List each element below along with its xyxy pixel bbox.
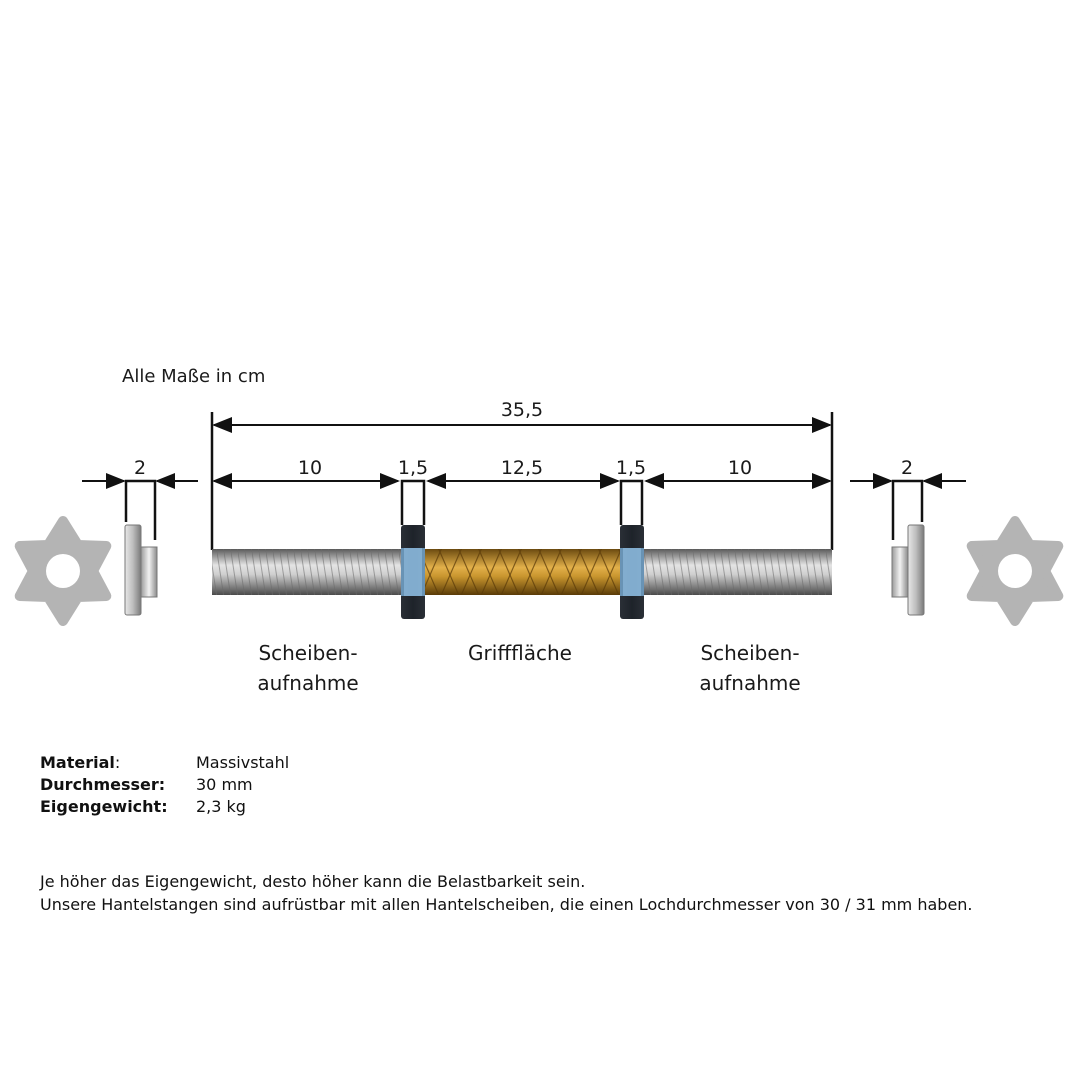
spacer-ring-icon (124, 524, 158, 616)
notes: Je höher das Eigengewicht, desto höher k… (40, 870, 973, 916)
spec-table: Material: Massivstahl Durchmesser: 30 mm… (40, 752, 289, 818)
right-sleeve-label-line1: Scheiben- (700, 641, 799, 665)
dimension-right-sleeve-label: 10 (728, 457, 752, 479)
dumbbell-bar-diagram: Alle Maße in cm 35,5 10 1,5 12,5 1,5 10 … (14, 366, 1064, 695)
left-sleeve-label-line1: Scheiben- (258, 641, 357, 665)
star-nut-icon (966, 516, 1064, 626)
spec-value-diameter: 30 mm (196, 775, 253, 794)
dimension-left-sleeve-label: 10 (298, 457, 322, 479)
dimension-segments: 10 1,5 12,5 1,5 10 (212, 457, 832, 525)
spec-label-diameter: Durchmesser: (40, 775, 166, 794)
right-sleeve (640, 549, 832, 595)
dimension-right-nut-label: 2 (901, 457, 913, 479)
spec-label-material-suffix: : (114, 753, 121, 772)
left-sleeve-label-line2: aufnahme (257, 671, 358, 695)
spec-label-material: Material (40, 753, 115, 772)
units-note: Alle Maße in cm (122, 366, 265, 387)
spacer-ring-icon (891, 524, 925, 616)
left-collar (401, 525, 425, 619)
dimension-right-collar-label: 1,5 (616, 457, 646, 479)
right-collar (620, 525, 644, 619)
dimension-right-nut: 2 (850, 457, 966, 540)
dimension-left-collar-label: 1,5 (398, 457, 428, 479)
grip-label: Grifffläche (468, 641, 572, 665)
spec-value-material: Massivstahl (196, 753, 290, 772)
grip-area (422, 549, 624, 595)
spec-row-material: Material: Massivstahl (40, 752, 289, 774)
dimension-left-nut: 2 (82, 457, 198, 540)
dimension-total-label: 35,5 (501, 399, 543, 421)
spec-value-weight: 2,3 kg (196, 797, 246, 816)
dimension-total: 35,5 (210, 399, 834, 550)
dimension-left-nut-label: 2 (134, 457, 146, 479)
star-nut-icon (14, 516, 112, 626)
right-sleeve-label-line2: aufnahme (699, 671, 800, 695)
dimension-grip-label: 12,5 (501, 457, 543, 479)
note-line-2: Unsere Hantelstangen sind aufrüstbar mit… (40, 895, 973, 914)
note-line-1: Je höher das Eigengewicht, desto höher k… (40, 872, 586, 891)
spec-row-weight: Eigengewicht: 2,3 kg (40, 796, 289, 818)
spec-row-diameter: Durchmesser: 30 mm (40, 774, 289, 796)
left-sleeve (212, 549, 404, 595)
spec-label-weight: Eigengewicht: (40, 797, 168, 816)
